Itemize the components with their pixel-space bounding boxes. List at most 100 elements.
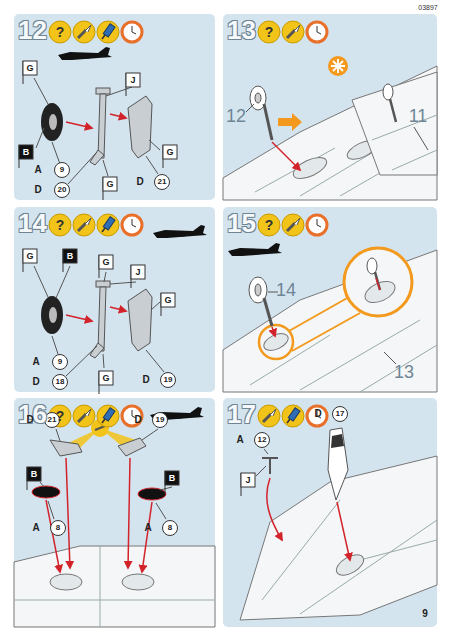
clock-hands bbox=[132, 219, 136, 227]
leader-line-part bbox=[142, 429, 158, 440]
sprue-letter: D bbox=[134, 415, 141, 425]
step-icon bbox=[282, 214, 304, 236]
step17-art-part bbox=[267, 478, 282, 540]
paint-flag: J bbox=[130, 76, 135, 85]
glue-tube bbox=[103, 408, 115, 421]
flag-field bbox=[99, 371, 113, 385]
step15-art-part bbox=[375, 272, 380, 290]
part-number: 20 bbox=[58, 186, 67, 194]
leader-line-part bbox=[34, 78, 48, 104]
step16-art bbox=[14, 407, 215, 627]
step15-art-part bbox=[289, 297, 360, 351]
flag-field bbox=[131, 265, 145, 279]
step-icon bbox=[307, 406, 327, 426]
panel-grounds-part bbox=[223, 14, 437, 200]
clock-face bbox=[122, 406, 142, 426]
leader-line-part bbox=[151, 302, 160, 310]
step15-art-part bbox=[228, 243, 282, 256]
knife-handle bbox=[287, 30, 295, 38]
icon-disc bbox=[282, 214, 304, 236]
help-icon-mark: ? bbox=[56, 218, 65, 232]
step12-art-part bbox=[41, 88, 152, 165]
flag-field bbox=[99, 255, 113, 269]
leader-line-part bbox=[52, 142, 60, 164]
part-circle bbox=[55, 183, 70, 198]
part-number: 8 bbox=[168, 524, 172, 532]
clock-hands bbox=[317, 219, 321, 227]
step-icon bbox=[282, 21, 304, 43]
step14-art bbox=[34, 225, 207, 376]
step13-art-part bbox=[390, 99, 396, 122]
leader-line-part bbox=[104, 272, 106, 282]
leader-line-part bbox=[52, 336, 58, 354]
sprue-letter: D bbox=[142, 375, 149, 385]
part-number: 9 bbox=[60, 166, 64, 174]
paint-flag: J bbox=[135, 268, 140, 277]
help-icon-mark: ? bbox=[56, 409, 65, 423]
step17-art-part bbox=[331, 434, 344, 448]
glue-nozzle bbox=[102, 419, 105, 423]
icon-disc bbox=[97, 405, 119, 427]
clock-hands bbox=[132, 26, 136, 34]
leader-line-part bbox=[160, 487, 172, 490]
sprue-letter: D bbox=[314, 409, 321, 419]
step-icons bbox=[73, 21, 327, 427]
leader-line-part bbox=[246, 104, 254, 112]
glue-nozzle bbox=[102, 35, 105, 39]
icon-disc bbox=[73, 214, 95, 236]
flag-field bbox=[163, 145, 177, 159]
help-icon bbox=[258, 21, 280, 43]
step-icon bbox=[307, 215, 327, 235]
leader-line-part bbox=[103, 354, 104, 368]
step-number: 17 bbox=[227, 399, 256, 429]
leader-line-part bbox=[34, 266, 48, 297]
step16-art-part-part bbox=[128, 458, 130, 568]
icon-disc bbox=[73, 21, 95, 43]
sprue-letter: A bbox=[236, 435, 243, 445]
step13-art-part bbox=[272, 142, 300, 170]
flag-field bbox=[241, 473, 255, 487]
step-number: 12 bbox=[18, 15, 47, 45]
flag-field bbox=[161, 293, 175, 307]
clock-hands bbox=[317, 26, 321, 34]
leader-line bbox=[268, 292, 396, 364]
part-number: 18 bbox=[56, 378, 65, 386]
step15-art-part bbox=[362, 277, 399, 307]
part-callout: 13 bbox=[394, 363, 414, 381]
step15-art-part bbox=[255, 284, 261, 296]
sprue-letter: A bbox=[34, 165, 41, 175]
panel-grounds-part bbox=[14, 398, 215, 627]
leader-line bbox=[34, 266, 164, 376]
step-icon bbox=[122, 22, 142, 42]
step16-art-part-part bbox=[142, 502, 152, 572]
leader-line-part bbox=[256, 466, 266, 476]
panel-grounds-part bbox=[14, 207, 215, 392]
clock-face bbox=[307, 215, 327, 235]
step15-art-part bbox=[264, 298, 272, 326]
leader-line-part bbox=[103, 160, 108, 176]
paint-flag: G bbox=[26, 64, 33, 73]
step13-art-part bbox=[383, 84, 393, 100]
step-number: 15 bbox=[227, 208, 256, 238]
label-marks bbox=[19, 21, 348, 536]
step16-art-part bbox=[32, 486, 60, 498]
step-icon bbox=[258, 405, 280, 427]
part-number: 8 bbox=[56, 524, 60, 532]
step15-art-part bbox=[367, 258, 377, 274]
panel-grounds-part bbox=[14, 14, 215, 200]
step12-art-part bbox=[58, 47, 112, 60]
leader-line-part bbox=[264, 449, 268, 454]
part-number: 21 bbox=[48, 416, 57, 424]
part-number: 9 bbox=[58, 358, 62, 366]
sprue-letter: D bbox=[136, 177, 143, 187]
knife-handle bbox=[263, 414, 271, 422]
icon-disc bbox=[282, 405, 304, 427]
step15-art bbox=[223, 243, 437, 392]
help-icon bbox=[258, 214, 280, 236]
step15-art-part bbox=[272, 327, 275, 336]
sprue-letter: D bbox=[26, 415, 33, 425]
step17-art-part bbox=[337, 502, 350, 560]
step17-art bbox=[240, 428, 437, 620]
